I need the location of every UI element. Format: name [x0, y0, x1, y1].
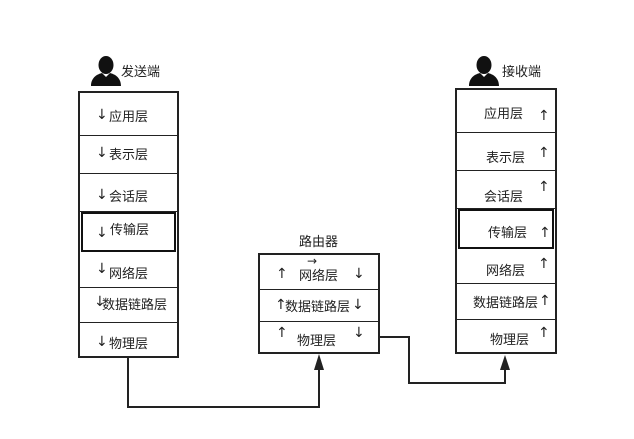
- down-arrow-icon: ↓: [96, 261, 108, 277]
- layer-label: 应用层: [109, 110, 149, 125]
- layer-label: 物理层: [490, 333, 530, 348]
- receiver-title: 接收端: [502, 65, 542, 80]
- router-input-arrowhead: [314, 354, 324, 370]
- router-stack: ↑ → 网络层 ↓ ↑ 数据链路层 ↓ ↑ 物理层 ↓: [258, 253, 380, 354]
- layer-label: 数据链路层: [473, 296, 539, 311]
- layer-label: 物理层: [109, 337, 149, 352]
- receiver-stack: 应用层 ↑ 表示层 ↑ 会话层 ↑ 传输层 ↑ 网络层 ↑ 数据链路层 ↑ 物理…: [455, 88, 557, 354]
- router-title: 路由器: [299, 235, 339, 250]
- layer-label: 数据链路层: [285, 300, 351, 315]
- sender-user-icon: [91, 56, 121, 86]
- up-arrow-icon: ↑: [538, 145, 550, 161]
- layer-label: 网络层: [109, 267, 149, 282]
- receiver-input-arrowhead: [500, 355, 510, 370]
- receiver-user-icon: [469, 56, 499, 86]
- sender-layer-application: ↓ 应用层: [80, 93, 177, 136]
- sender-layer-transport: ↓ 传输层: [81, 212, 176, 252]
- layer-label: 数据链路层: [102, 298, 168, 313]
- up-arrow-icon: ↑: [539, 225, 551, 241]
- up-arrow-icon: ↑: [539, 293, 551, 309]
- router-layer-datalink: ↑ 数据链路层 ↓: [260, 290, 378, 322]
- receiver-layer-session: 会话层 ↑: [457, 171, 555, 209]
- up-arrow-icon: ↑: [538, 108, 550, 124]
- layer-label: 网络层: [486, 264, 526, 279]
- up-arrow-icon: ↑: [275, 297, 287, 313]
- sender-layer-session: ↓ 会话层: [80, 174, 177, 212]
- router-layer-network: ↑ → 网络层 ↓: [260, 254, 378, 290]
- down-arrow-icon: ↓: [352, 297, 364, 313]
- router-layer-physical: ↑ 物理层 ↓: [260, 322, 378, 354]
- up-arrow-icon: ↑: [538, 179, 550, 195]
- sender-title: 发送端: [121, 65, 161, 80]
- receiver-layer-application: 应用层 ↑: [457, 90, 555, 133]
- up-arrow-icon: ↑: [538, 325, 550, 341]
- layer-label: 传输层: [488, 226, 528, 241]
- down-arrow-icon: ↓: [96, 107, 108, 123]
- sender-layer-datalink: ↓ 数据链路层: [80, 288, 177, 323]
- layer-label: 表示层: [486, 151, 526, 166]
- layer-label: 物理层: [297, 334, 337, 349]
- sender-stack: ↓ 应用层 ↓ 表示层 ↓ 会话层 ↓ 传输层 ↓ 网络层 ↓ 数据链路层 ↓ …: [78, 91, 179, 358]
- receiver-layer-presentation: 表示层 ↑: [457, 133, 555, 171]
- receiver-layer-physical: 物理层 ↑: [457, 320, 555, 354]
- sender-layer-presentation: ↓ 表示层: [80, 136, 177, 174]
- layer-label: 表示层: [109, 148, 149, 163]
- down-arrow-icon: ↓: [96, 334, 108, 350]
- receiver-layer-datalink: 数据链路层 ↑: [457, 284, 555, 320]
- up-arrow-icon: ↑: [276, 325, 288, 341]
- receiver-layer-transport: 传输层 ↑: [458, 209, 554, 249]
- down-arrow-icon: ↓: [94, 294, 106, 310]
- sender-layer-network: ↓ 网络层: [80, 252, 177, 288]
- receiver-layer-network: 网络层 ↑: [457, 249, 555, 284]
- layer-label: 会话层: [109, 190, 149, 205]
- layer-label: 应用层: [484, 107, 524, 122]
- sender-to-router-line: [127, 358, 320, 408]
- down-arrow-icon: ↓: [96, 187, 108, 203]
- layer-label: 传输层: [110, 223, 150, 238]
- down-arrow-icon: ↓: [353, 325, 365, 341]
- down-arrow-icon: ↓: [96, 145, 108, 161]
- layer-label: 会话层: [484, 190, 524, 205]
- up-arrow-icon: ↑: [276, 266, 288, 282]
- up-arrow-icon: ↑: [538, 256, 550, 272]
- layer-label: 网络层: [299, 269, 339, 284]
- sender-layer-physical: ↓ 物理层: [80, 323, 177, 358]
- down-arrow-icon: ↓: [353, 266, 365, 282]
- router-to-receiver-line: [380, 336, 506, 384]
- right-arrow-icon: →: [307, 254, 318, 268]
- down-arrow-icon: ↓: [96, 225, 108, 241]
